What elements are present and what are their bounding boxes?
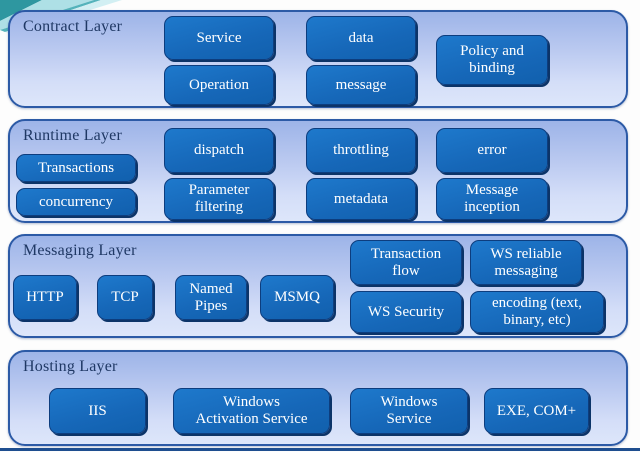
box-transaction-flow: Transaction flow (350, 240, 462, 285)
box-service: Service (164, 16, 274, 60)
bottom-divider-line (0, 448, 640, 451)
box-msmq: MSMQ (260, 275, 334, 320)
box-ws-reliable-messaging: WS reliable messaging (470, 240, 582, 285)
box-transactions: Transactions (16, 154, 136, 182)
box-concurrency: concurrency (16, 188, 136, 216)
box-windows-service: Windows Service (350, 388, 468, 434)
box-http: HTTP (13, 275, 77, 320)
layer-contract: Contract Layer Service data Operation me… (8, 10, 628, 108)
box-windows-activation-service: Windows Activation Service (173, 388, 330, 434)
box-exe-com: EXE, COM+ (484, 388, 589, 434)
layer-messaging: Messaging Layer HTTP TCP Named Pipes MSM… (8, 234, 628, 338)
box-metadata: metadata (306, 178, 416, 220)
layer-runtime-label: Runtime Layer (23, 127, 123, 144)
box-encoding: encoding (text, binary, etc) (470, 291, 604, 333)
box-message-inception: Message inception (436, 178, 548, 220)
box-named-pipes: Named Pipes (175, 275, 247, 320)
layer-contract-label: Contract Layer (23, 18, 123, 35)
box-ws-security: WS Security (350, 291, 462, 333)
box-tcp: TCP (97, 275, 153, 320)
layer-messaging-label: Messaging Layer (23, 242, 137, 259)
box-message: message (306, 65, 416, 105)
layer-hosting: Hosting Layer IIS Windows Activation Ser… (8, 350, 628, 446)
box-policy-binding: Policy and binding (436, 35, 548, 85)
box-parameter-filtering: Parameter filtering (164, 178, 274, 220)
box-operation: Operation (164, 65, 274, 105)
box-iis: IIS (49, 388, 146, 434)
box-throttling: throttling (306, 128, 416, 173)
box-data: data (306, 16, 416, 60)
layer-hosting-label: Hosting Layer (23, 358, 118, 375)
layer-runtime: Runtime Layer Transactions concurrency d… (8, 119, 628, 223)
box-error: error (436, 128, 548, 173)
box-dispatch: dispatch (164, 128, 274, 173)
